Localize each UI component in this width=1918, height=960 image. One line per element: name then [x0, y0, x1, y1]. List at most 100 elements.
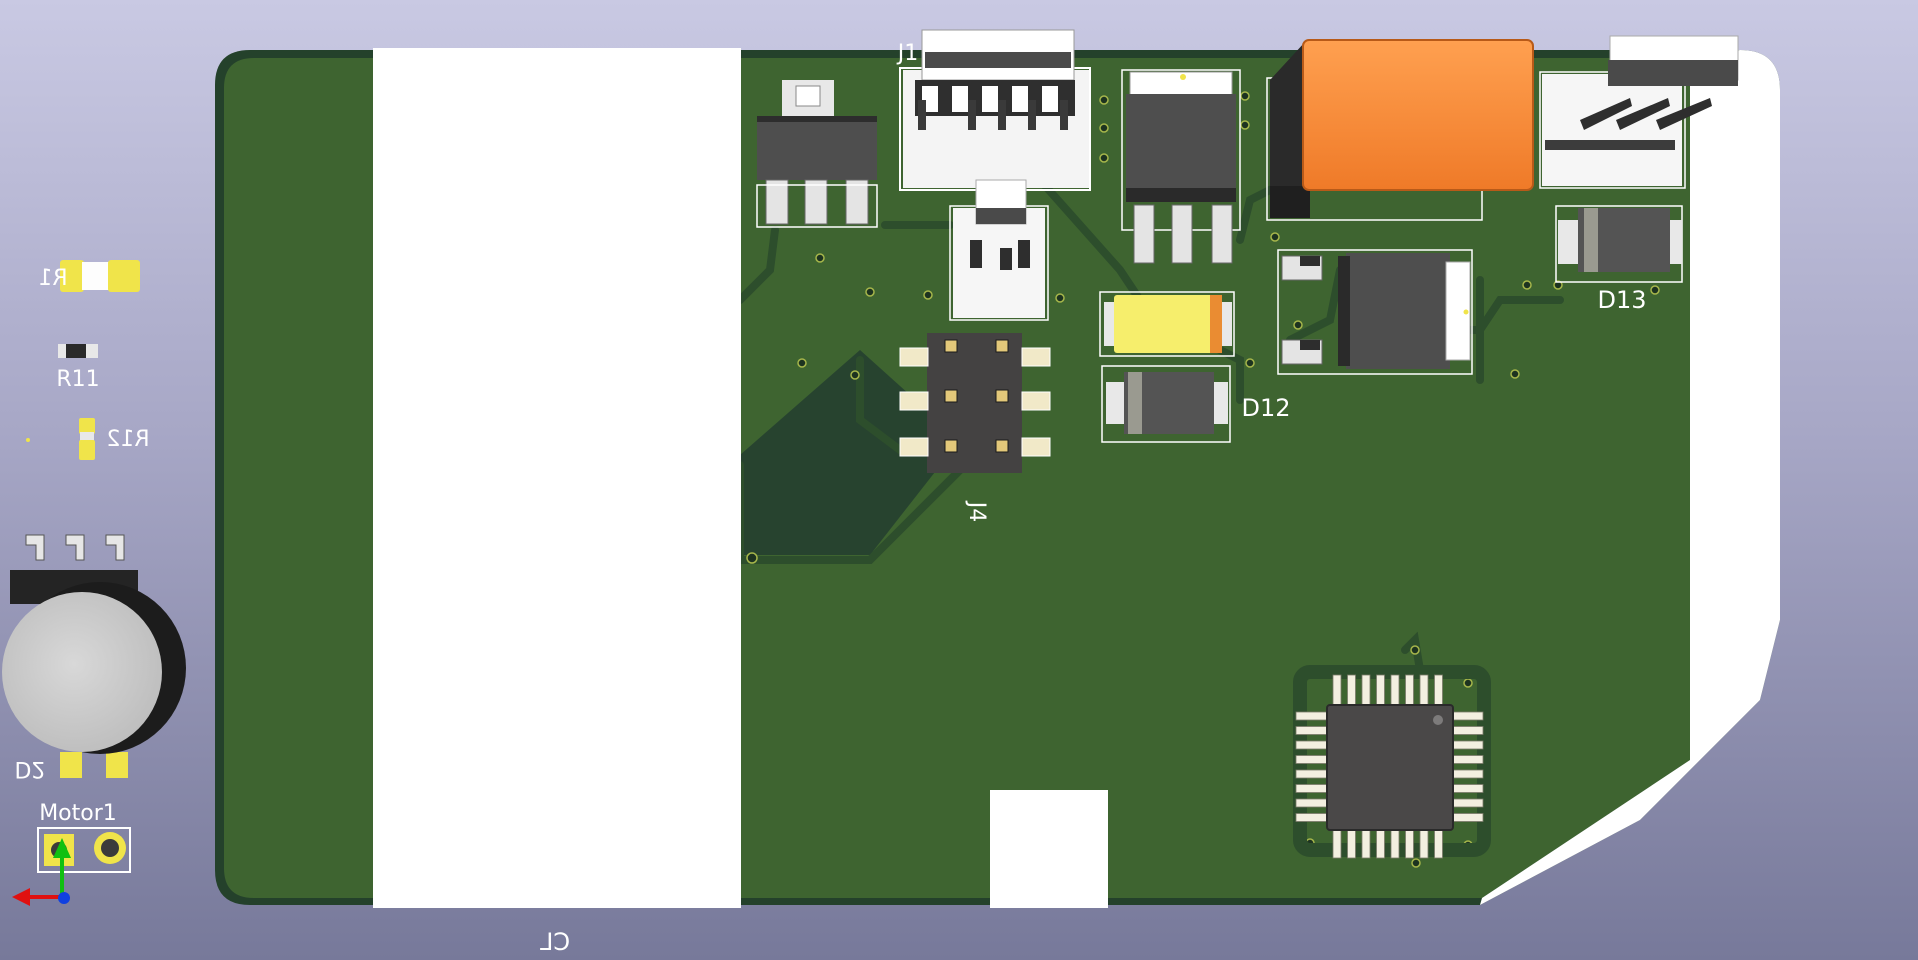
- r11-pad-left: [58, 344, 68, 358]
- qfp-pin: [1295, 813, 1328, 822]
- d13-pad-right: [1670, 220, 1682, 264]
- axis-gizmo[interactable]: [12, 838, 71, 906]
- qfp-pin: [1376, 674, 1385, 706]
- qfp-pin: [1452, 769, 1484, 779]
- qfp-pin: [1452, 784, 1484, 793]
- r12-pad-top: [79, 418, 95, 434]
- d12-diode[interactable]: D12: [1101, 365, 1291, 443]
- dpak-leads: [1133, 204, 1233, 264]
- r1-resistor[interactable]: R1: [38, 260, 140, 292]
- sot223-outline: [756, 184, 878, 228]
- d12-cathode-band: [1128, 372, 1142, 434]
- qfp-pin: [1376, 829, 1385, 859]
- orange-cap-bottom-dark: [1270, 186, 1310, 218]
- white-panel-small: [990, 790, 1108, 908]
- ycap-outline: [1099, 291, 1235, 357]
- qfp-pin: [1390, 674, 1400, 706]
- d13-diode[interactable]: D13: [1555, 205, 1683, 314]
- axis-x-arrow-icon: [12, 888, 30, 906]
- qfp-pins-top: [1332, 674, 1443, 706]
- label-d12: D12: [1241, 394, 1290, 422]
- board-side-edge: [1480, 50, 1780, 905]
- qfp-pin: [1452, 813, 1484, 822]
- dpak2-outline: [1277, 249, 1473, 375]
- d12-pad-right: [1214, 382, 1228, 424]
- dpak-body-dark: [1126, 188, 1236, 202]
- right-top-connector[interactable]: [1539, 35, 1739, 189]
- motor1-outline: [37, 827, 131, 873]
- motor1-vibration-motor[interactable]: Motor1: [2, 582, 186, 873]
- d13-cathode-band: [1584, 208, 1598, 272]
- qfp-pin1-marker: [1433, 715, 1443, 725]
- r12-body: [80, 432, 94, 442]
- d2-leads: [25, 534, 125, 561]
- qfp-pin: [1295, 798, 1328, 808]
- qfp-pin: [1452, 711, 1484, 721]
- r11-pad-right: [86, 344, 98, 358]
- j1-top-latch-dark: [925, 52, 1071, 68]
- qfp-pin: [1434, 829, 1443, 859]
- label-motor1: Motor1: [39, 801, 117, 826]
- j4-pins: [944, 339, 1009, 453]
- white-panel-large: [373, 48, 741, 908]
- qfp-body: [1326, 704, 1454, 831]
- qfp-pin: [1390, 829, 1400, 859]
- qfp-pin: [1452, 726, 1484, 735]
- jst-2pin-connector[interactable]: [949, 179, 1049, 321]
- r12-resistor[interactable]: R12: [26, 418, 150, 460]
- ycap-pad-left: [1104, 302, 1116, 346]
- qfp-pin: [1405, 674, 1414, 706]
- r12-marker: [26, 438, 30, 442]
- label-r12: R12: [106, 427, 149, 452]
- rtc-pins: [1580, 98, 1712, 130]
- r1-pad-right: [108, 260, 140, 292]
- yellow-capacitor[interactable]: [1099, 291, 1235, 357]
- qfp-pin: [1405, 829, 1414, 859]
- r1-pad-left: [60, 260, 84, 292]
- qfp-pin: [1361, 829, 1371, 859]
- qfp-microcontroller[interactable]: [1293, 665, 1491, 859]
- j4-pin-header[interactable]: J4: [899, 333, 1051, 522]
- dpak-body: [1126, 94, 1236, 194]
- qfp-pin: [1295, 726, 1328, 735]
- j1-pin-shadows: [918, 100, 1068, 130]
- ycap-polarity-band: [1210, 295, 1222, 353]
- d12-outline: [1101, 365, 1231, 443]
- label-r11: R11: [56, 367, 99, 392]
- label-d13: D13: [1597, 286, 1646, 314]
- dpak-transistor-top[interactable]: [1121, 69, 1241, 264]
- motor1-body: [2, 592, 162, 752]
- qfp-pin: [1295, 711, 1328, 721]
- dpak2-body-side: [1338, 256, 1350, 366]
- r1-body: [82, 262, 110, 290]
- rtc-top-dark: [1608, 60, 1738, 86]
- sot223-body: [757, 116, 877, 180]
- j1-pins: [922, 86, 1058, 112]
- axis-y-arrow-icon: [53, 838, 71, 858]
- qfp-pin: [1452, 798, 1484, 808]
- qfp-pin: [1295, 740, 1328, 750]
- r12-pad-bottom: [79, 440, 95, 460]
- sot223-regulator[interactable]: [756, 80, 878, 228]
- orange-capacitor[interactable]: [1266, 39, 1534, 221]
- qfp-pin: [1295, 755, 1328, 764]
- r11-body: [66, 344, 86, 358]
- rtc-bottom-shadow: [1545, 140, 1675, 150]
- j1-connector[interactable]: J1: [896, 29, 1091, 191]
- qfp-pin: [1295, 784, 1328, 793]
- d13-pad-left: [1558, 220, 1578, 264]
- qfp-pin: [1295, 769, 1328, 779]
- d2-pad-2: [106, 752, 128, 778]
- dpak-marker: [1180, 74, 1186, 80]
- orange-cap-body: [1302, 39, 1534, 191]
- r11-resistor[interactable]: R11: [56, 344, 100, 392]
- jst2-pins: [970, 240, 1030, 270]
- ycap-pad-right: [1222, 302, 1232, 346]
- dpak2-marker: [1463, 309, 1469, 315]
- qfp-pin: [1419, 674, 1429, 706]
- dpak-transistor-right[interactable]: [1277, 249, 1473, 375]
- ycap-body: [1114, 295, 1214, 353]
- dpak2-lead-bends: [1300, 256, 1320, 350]
- qfp-pin: [1332, 674, 1342, 706]
